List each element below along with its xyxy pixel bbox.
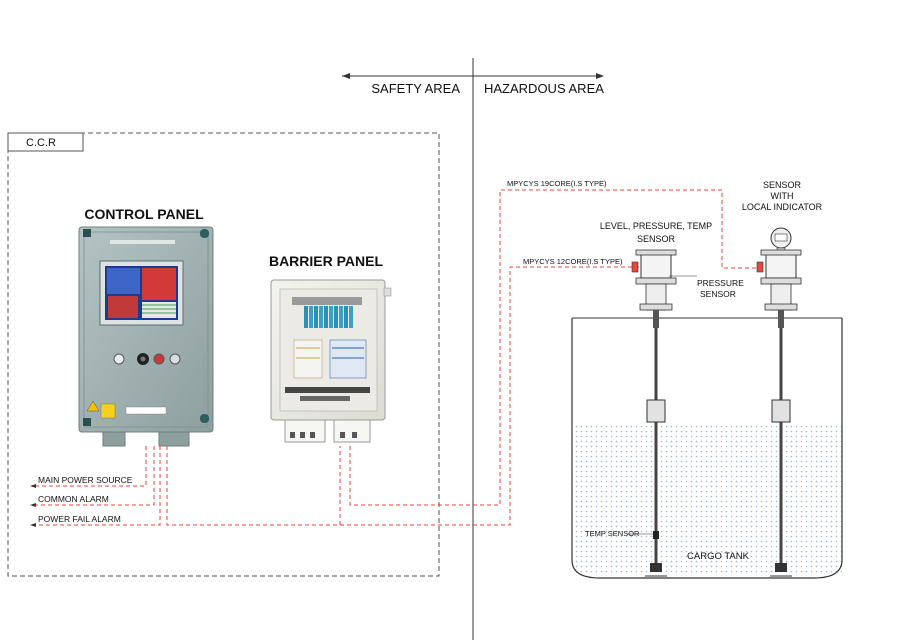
indicator-button — [113, 353, 125, 365]
pressure-port-icon — [756, 261, 764, 273]
ccr-tag — [7, 132, 84, 152]
indicator-sensor — [756, 227, 802, 577]
level-sensor-label-line2: SENSOR — [637, 234, 676, 244]
power-fail-label: POWER FAIL ALARM — [38, 514, 121, 524]
barrier-panel — [270, 279, 392, 443]
zone-divider — [342, 58, 604, 640]
corner-mount-icon — [83, 229, 91, 237]
ccr-boundary — [7, 132, 440, 577]
float-icon — [771, 399, 791, 423]
control-panel-title: CONTROL PANEL — [84, 206, 204, 222]
pressure-sensor-label-line1: PRESSURE — [697, 278, 744, 288]
pressure-sensor-label-line2: SENSOR — [700, 289, 736, 299]
pressure-port-icon — [631, 261, 639, 273]
cargo-tank-label: CARGO TANK — [687, 551, 750, 562]
main-power-label: MAIN POWER SOURCE — [38, 475, 133, 485]
cargo-tank — [571, 317, 843, 579]
nameplate — [110, 240, 175, 244]
warning-icon — [86, 400, 100, 412]
indicator-sensor-label-line2: WITH — [771, 191, 794, 201]
temp-sensor-icon — [653, 531, 659, 539]
level-sensor — [631, 249, 677, 577]
cable-12-label: MPYCYS 12CORE(I.S TYPE) — [523, 257, 623, 266]
control-panel — [78, 226, 214, 447]
corner-mount-icon — [83, 418, 91, 426]
output-arrows — [30, 484, 36, 527]
indicator-button — [169, 353, 181, 365]
output-wiring — [32, 189, 758, 526]
safety-area-label: SAFETY AREA — [371, 81, 460, 96]
hmi-screen — [99, 260, 184, 326]
level-sensor-label-line1: LEVEL, PRESSURE, TEMP — [600, 221, 712, 231]
common-alarm-label: COMMON ALARM — [38, 494, 109, 504]
barrier-panel-title: BARRIER PANEL — [269, 253, 384, 269]
corner-mount-icon — [200, 229, 209, 238]
temp-sensor-label: TEMP SENSOR — [585, 529, 640, 538]
corner-mount-icon — [200, 414, 209, 423]
indicator-sensor-label-line1: SENSOR — [763, 180, 802, 190]
hazardous-area-label: HAZARDOUS AREA — [484, 81, 604, 96]
alarm-lamp-icon — [153, 353, 165, 365]
ccr-label: C.C.R — [26, 137, 56, 149]
cable-19-label: MPYCYS 19CORE(I.S TYPE) — [507, 179, 607, 188]
barrier-modules — [304, 306, 353, 328]
float-icon — [646, 399, 666, 423]
indicator-sensor-label-line3: LOCAL INDICATOR — [742, 202, 823, 212]
